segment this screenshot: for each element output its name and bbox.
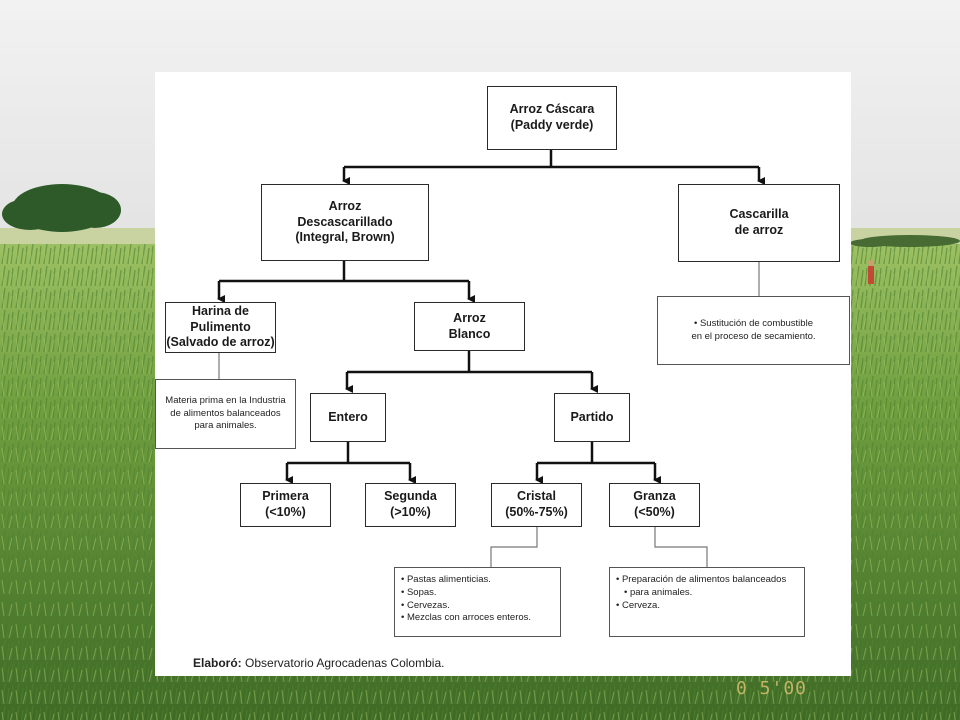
source-credit: Elaboró: Observatorio Agrocadenas Colomb… [193,656,444,670]
list-item: Sopas. [401,587,554,600]
node-cristal: Cristal (50%-75%) [491,483,582,527]
node-cascarilla: Cascarilla de arroz [678,184,840,262]
note-cascarilla-uses: • Sustitución de combustible en el proce… [657,296,850,365]
cristal-uses-list: Pastas alimenticias. Sopas. Cervezas. Me… [401,574,554,625]
tree-cluster [2,184,121,232]
source-text: Observatorio Agrocadenas Colombia. [241,656,445,670]
node-segunda: Segunda (>10%) [365,483,456,527]
list-item: Cerveza. [616,600,798,613]
node-primera: Primera (<10%) [240,483,331,527]
note-granza-uses: Preparación de alimentos balanceados par… [609,567,805,637]
list-item: Preparación de alimentos balanceados [616,574,798,587]
source-label: Elaboró: [193,656,242,670]
list-item: para animales. [616,587,798,600]
list-item: Cervezas. [401,600,554,613]
list-item: Pastas alimenticias. [401,574,554,587]
node-harina-de-pulimento: Harina de Pulimento (Salvado de arroz) [165,302,276,353]
node-arroz-blanco: Arroz Blanco [414,302,525,351]
node-arroz-cascara: Arroz Cáscara (Paddy verde) [487,86,617,150]
node-partido: Partido [554,393,630,442]
photo-date-stamp: 0 5'00 [736,678,808,699]
granza-uses-list: Preparación de alimentos balanceados par… [616,574,798,612]
note-cristal-uses: Pastas alimenticias. Sopas. Cervezas. Me… [394,567,561,637]
node-arroz-descascarillado: Arroz Descascarillado (Integral, Brown) [261,184,429,261]
list-item: Mezclas con arroces enteros. [401,612,554,625]
node-entero: Entero [310,393,386,442]
node-granza: Granza (<50%) [609,483,700,527]
note-harina-uses: Materia prima en la Industria de aliment… [155,379,296,449]
